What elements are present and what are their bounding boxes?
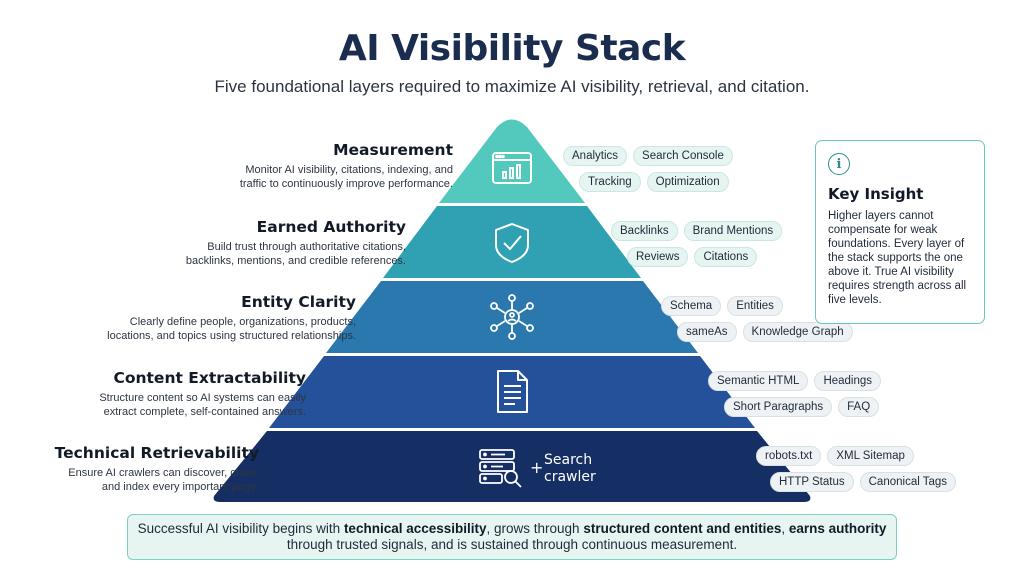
shield-check-icon [495,223,529,263]
tag: sameAs [677,322,737,342]
layer-title: Technical Retrievability [54,444,259,462]
analytics-dashboard-icon [492,152,532,184]
layer-info-measurement: Measurement Monitor AI visibility, citat… [163,141,453,191]
tag: Citations [694,247,758,267]
pyramid-layer-technical-retrievability [213,431,811,502]
tag: Brand Mentions [683,221,783,241]
tag: Search Console [633,146,733,166]
pyramid-layer-measurement [439,119,585,203]
layer-description: Structure content so AI systems can easi… [99,392,306,418]
tag: Reviews [627,247,689,267]
crawler-plus: + [530,458,543,477]
layer-info-content-extractability: Content Extractability Structure content… [16,369,306,419]
tag: Short Paragraphs [724,397,833,417]
layer-info-entity-clarity: Entity Clarity Clearly define people, or… [66,293,356,343]
layer-title: Measurement [333,141,453,159]
tag: Analytics [563,146,628,166]
layer-description: Clearly define people, organizations, pr… [107,316,356,342]
tag: Canonical Tags [859,472,957,492]
tag: Semantic HTML [708,371,809,391]
tag: Schema [661,296,722,316]
page-title: AI Visibility Stack [338,28,686,69]
tag: Knowledge Graph [742,322,853,342]
tag: FAQ [838,397,880,417]
layer-description: Monitor AI visibility, citations, indexi… [239,164,453,190]
layer-title: Entity Clarity [241,293,356,311]
server-search-icon [479,449,522,488]
pyramid-layer-earned-authority [383,206,641,278]
layer-description: Build trust through authoritative citati… [185,241,406,267]
tag: Tracking [579,172,641,192]
tag: Backlinks [611,221,678,241]
layer-title: Content Extractability [113,369,306,387]
search-crawler-label: Search crawler [544,452,596,485]
tag: Headings [814,371,882,391]
summary-banner: Successful AI visibility begins with tec… [127,514,897,560]
key-insight-title: Key Insight [828,185,924,203]
key-insight-body: Higher layers cannot compensate for weak… [828,210,967,306]
tag: Optimization [646,172,729,192]
info-icon: i [828,153,850,175]
page-subtitle: Five foundational layers required to max… [214,77,810,96]
layer-info-earned-authority: Earned Authority Build trust through aut… [116,218,406,268]
entity-network-icon [490,294,534,340]
key-insight-card: i Key Insight Higher layers cannot compe… [815,140,985,324]
tag: robots.txt [756,446,822,466]
layer-title: Earned Authority [256,218,406,236]
tag: XML Sitemap [827,446,914,466]
layer-info-technical-retrievability: Technical Retrievability Ensure AI crawl… [0,444,259,494]
tag: Entities [727,296,783,316]
tag: HTTP Status [770,472,854,492]
layer-description: Ensure AI crawlers can discover, crawl,a… [68,467,259,493]
document-icon [497,370,528,413]
